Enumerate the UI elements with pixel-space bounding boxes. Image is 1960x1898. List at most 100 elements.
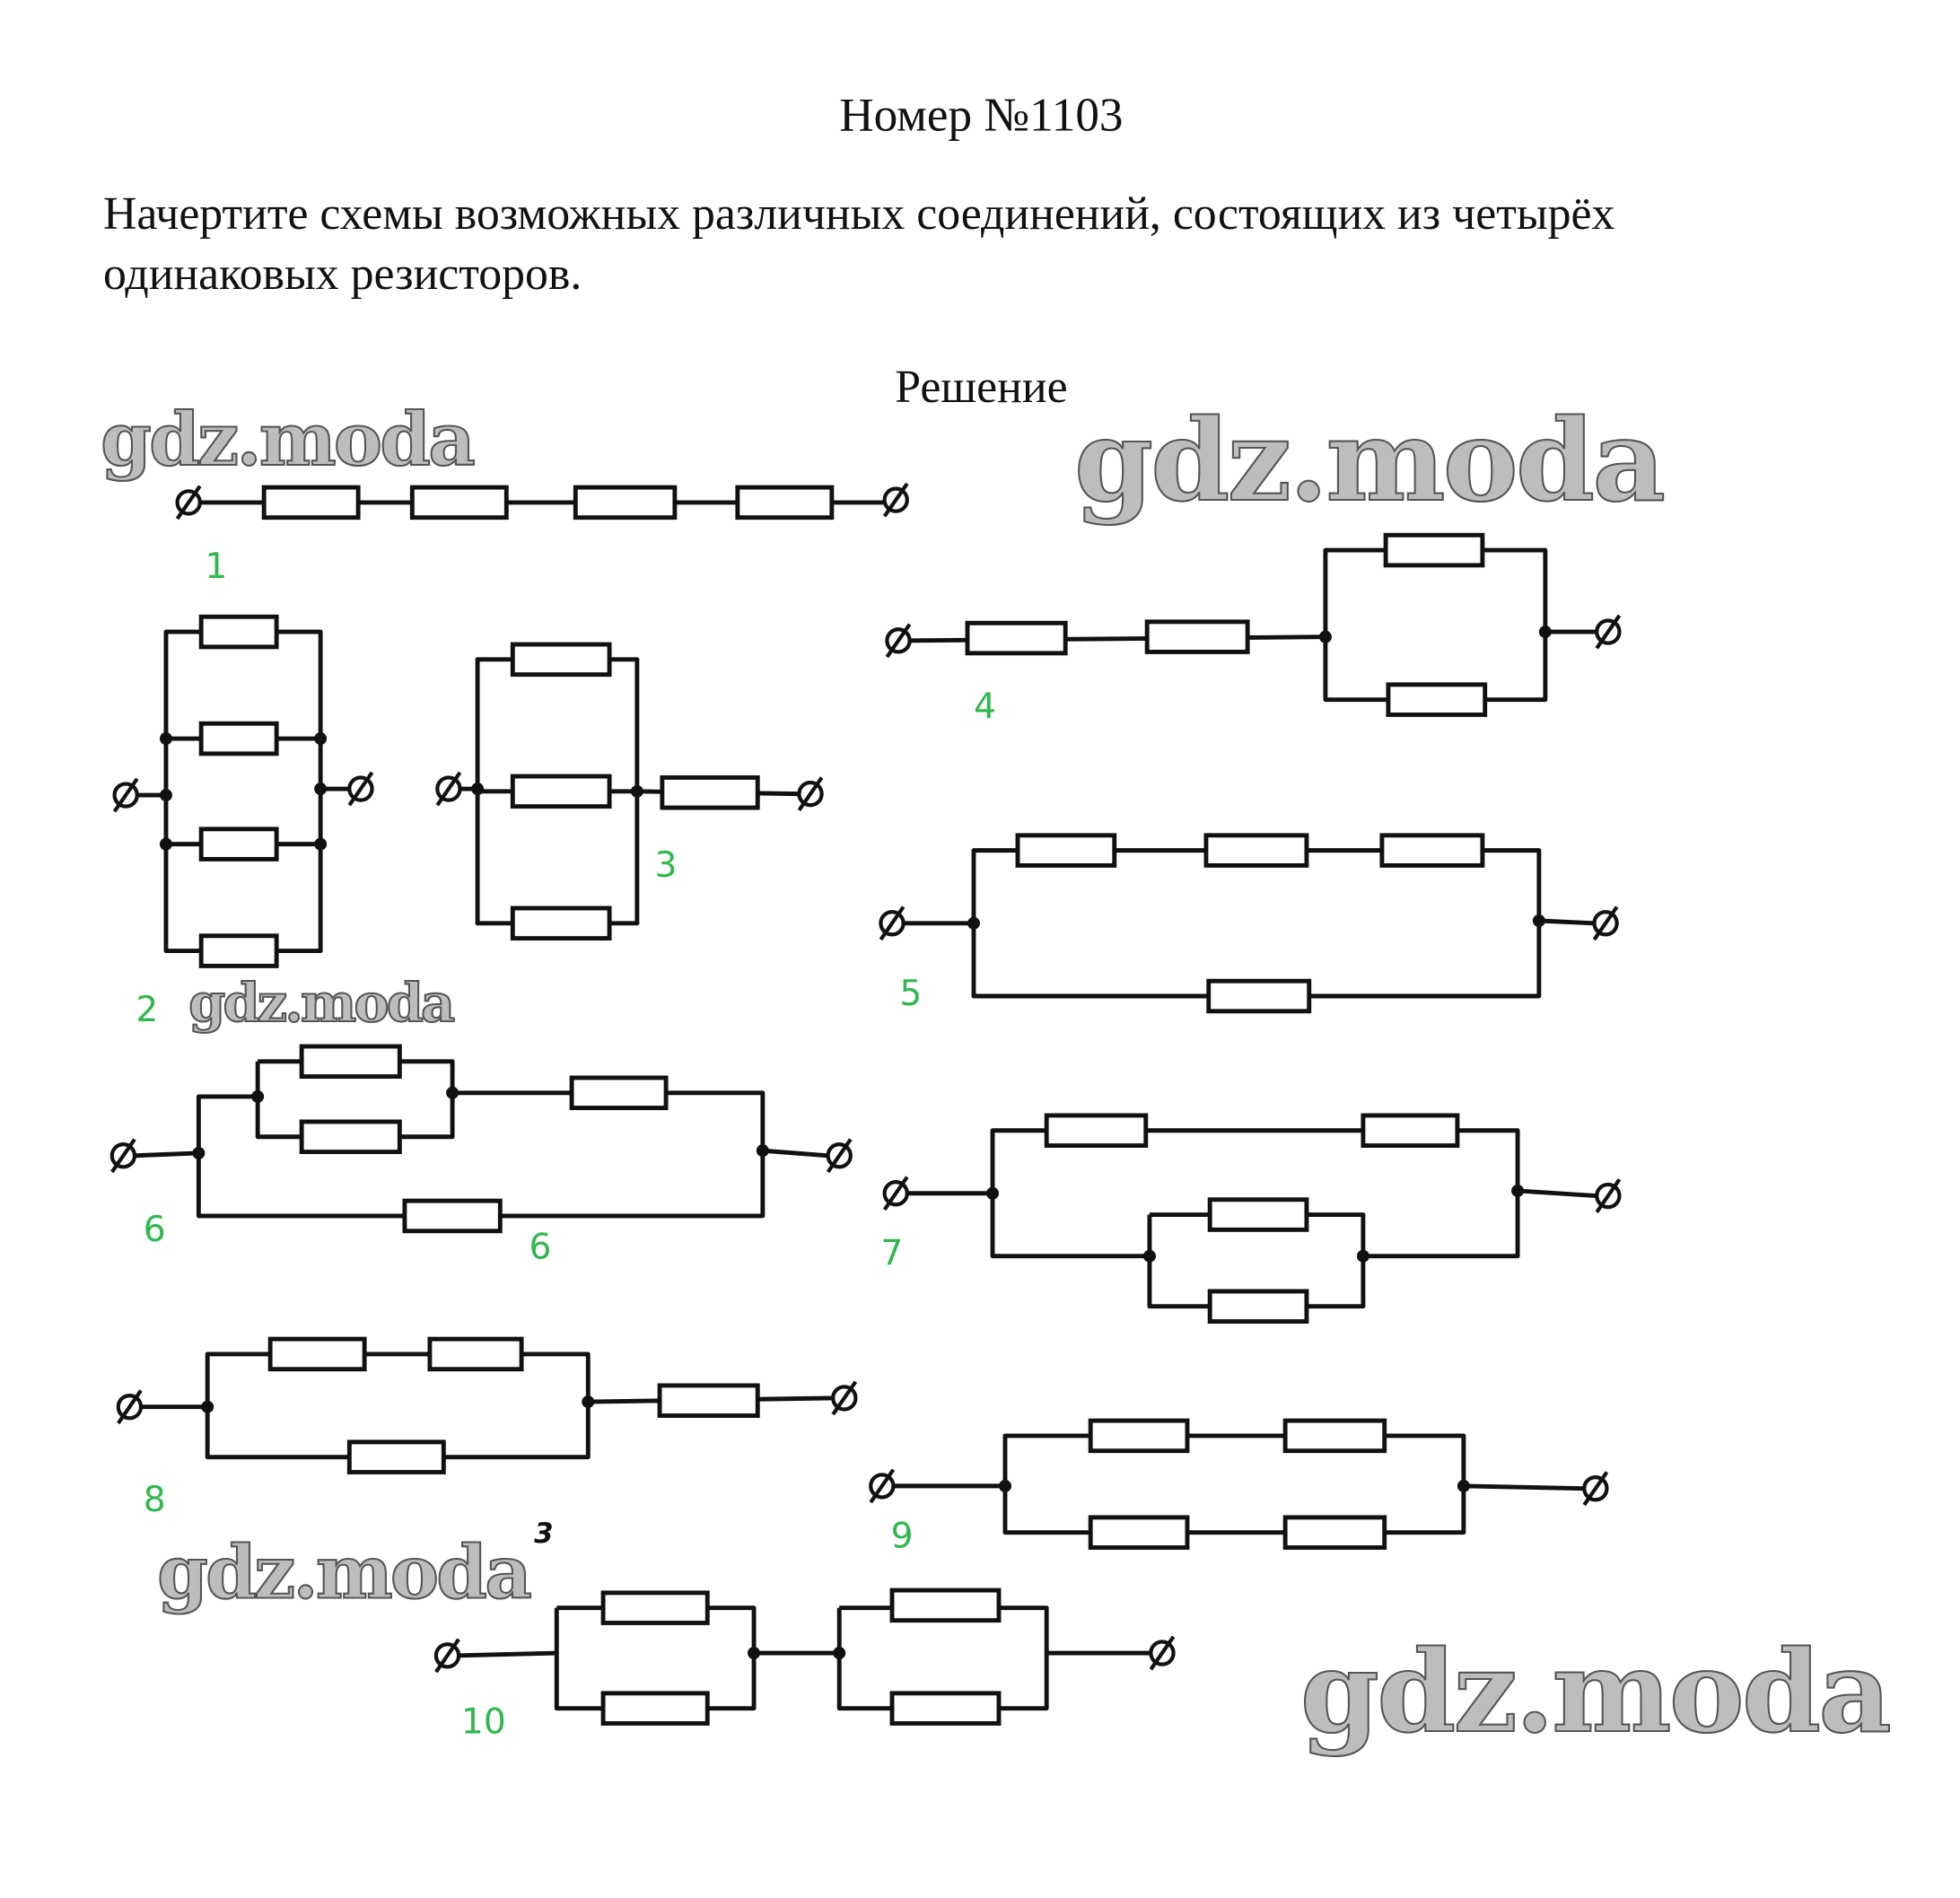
- circuit-5: [879, 833, 1619, 1014]
- terminal-slash: [879, 905, 906, 941]
- wire: [1515, 1188, 1599, 1198]
- wire: [990, 1193, 1150, 1259]
- wire: [196, 1090, 766, 1219]
- terminal-slash: [882, 1176, 909, 1211]
- resistor: [267, 1336, 367, 1372]
- resistor: [735, 485, 835, 520]
- terminal-slash: [1595, 1178, 1622, 1213]
- terminal-slash: [110, 1138, 136, 1174]
- junction-dot: [446, 1086, 459, 1099]
- resistor: [1088, 1515, 1190, 1550]
- resistor: [573, 485, 678, 520]
- junction-dot: [1142, 1249, 1156, 1263]
- resistor: [299, 1119, 402, 1155]
- junction-dot: [1318, 630, 1332, 643]
- resistor: [1383, 532, 1485, 568]
- diagram-label-10: 10: [461, 1702, 506, 1743]
- terminal-slash: [112, 777, 139, 813]
- junction-dot: [201, 1400, 214, 1413]
- diagram-label-9: 9: [891, 1516, 914, 1556]
- resistor: [1088, 1418, 1190, 1454]
- resistor: [1386, 682, 1488, 717]
- resistor: [1207, 1197, 1309, 1232]
- wire: [132, 1150, 201, 1159]
- wire: [971, 848, 1542, 999]
- resistor: [510, 642, 612, 678]
- circuit-2: [112, 614, 374, 968]
- diagram-label-6: 6: [144, 1210, 166, 1250]
- circuit-diagrams: [109, 482, 1622, 1726]
- watermark-logo: gdz.moda: [101, 398, 474, 483]
- resistor: [1379, 833, 1485, 868]
- watermark-logo: gdz.moda: [157, 1530, 530, 1615]
- terminal-slash: [885, 623, 912, 659]
- circuit-8: [116, 1336, 858, 1474]
- resistor: [660, 774, 760, 810]
- junction-dot: [756, 1144, 769, 1158]
- resistor: [198, 721, 279, 757]
- junction-dot: [630, 784, 643, 798]
- resistor: [198, 827, 279, 862]
- wire: [1536, 918, 1597, 926]
- resistor: [889, 1691, 1002, 1726]
- page-title: Номер №1103: [839, 89, 1123, 142]
- terminal-slash: [882, 482, 909, 518]
- diagram-label-5: 5: [899, 974, 922, 1014]
- circuit-10: [433, 1587, 1176, 1726]
- wire: [456, 1650, 559, 1658]
- resistor: [600, 1691, 710, 1726]
- junction-dot: [159, 789, 172, 802]
- resistor: [1206, 978, 1312, 1014]
- diagram-label-3: 3: [654, 845, 677, 886]
- diagram-label-8: 8: [144, 1480, 166, 1520]
- wire: [1323, 547, 1548, 703]
- task-text-line-1: Начертите схемы возможных различных соед…: [103, 188, 1615, 240]
- junction-dot: [985, 1186, 999, 1200]
- junction-dot: [314, 837, 328, 851]
- circuit-7: [882, 1113, 1622, 1324]
- diagram-label-2: 2: [136, 990, 158, 1030]
- diagram-label-1: 1: [205, 547, 227, 587]
- junction-dot: [314, 732, 328, 746]
- diagram-label-4: 4: [974, 687, 996, 728]
- resistor: [402, 1198, 503, 1234]
- terminal-slash: [117, 1389, 143, 1425]
- stray-mark: 3: [534, 1518, 553, 1550]
- resistor: [346, 1439, 446, 1474]
- junction-dot: [159, 837, 172, 851]
- wire: [1002, 1433, 1466, 1535]
- junction-dot: [1457, 1479, 1470, 1492]
- resistor: [427, 1336, 524, 1372]
- watermark-logo: gdz.moda: [1300, 1625, 1889, 1758]
- terminal-slash: [831, 1380, 858, 1416]
- resistor: [569, 1075, 669, 1111]
- resistor: [261, 485, 361, 520]
- junction-dot: [998, 1479, 1011, 1492]
- resistor: [510, 905, 612, 941]
- resistor: [299, 1044, 402, 1080]
- resistor: [1207, 1289, 1309, 1324]
- circuit-4: [885, 532, 1622, 717]
- circuit-6: [109, 1044, 853, 1234]
- resistor: [510, 774, 612, 809]
- wire: [196, 1094, 258, 1153]
- junction-dot: [1356, 1249, 1369, 1263]
- circuit-3: [435, 642, 824, 941]
- junction-dot: [1511, 1184, 1525, 1197]
- watermark-logo: gdz.moda: [1074, 394, 1663, 527]
- junction-dot: [471, 783, 485, 796]
- resistor: [1144, 619, 1250, 654]
- terminal-slash: [1149, 1635, 1176, 1671]
- terminal-slash: [435, 771, 462, 807]
- resistor: [1015, 833, 1117, 868]
- junction-dot: [833, 1647, 846, 1660]
- junction-dot: [1538, 625, 1552, 639]
- terminal-slash: [347, 771, 374, 807]
- watermark-logo: gdz.moda: [188, 972, 454, 1034]
- circuit-9: [869, 1418, 1609, 1550]
- solution-heading: Решение: [895, 362, 1067, 413]
- resistor: [198, 933, 279, 968]
- junction-dot: [192, 1146, 206, 1159]
- diagram-label-7: 7: [880, 1234, 903, 1274]
- junction-dot: [748, 1647, 761, 1660]
